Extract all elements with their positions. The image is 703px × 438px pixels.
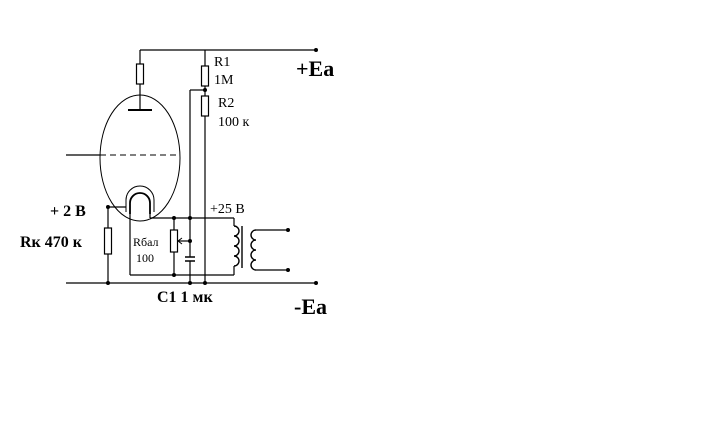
plus-2v-label: + 2 В (50, 203, 86, 220)
r1-r2-divider (189, 50, 210, 285)
vacuum-tube (66, 50, 181, 222)
c1-capacitor (185, 256, 195, 285)
r1-value-label: 1M (214, 73, 234, 88)
plus-25v-label: +25 В (210, 202, 245, 217)
rk-label: Rк 470 к (20, 234, 83, 251)
cathode (125, 185, 155, 212)
heater-transformer (205, 218, 290, 276)
primary-winding (233, 225, 240, 267)
rbal-value-label: 100 (136, 251, 154, 265)
r1-label: R1 (214, 55, 230, 70)
r2-value-label: 100 к (218, 115, 250, 130)
anode-load-resistor (135, 63, 145, 85)
r1-resistor (200, 65, 210, 87)
r2-label: R2 (218, 96, 234, 111)
rbal-label: Rбал (133, 235, 159, 249)
secondary-winding (250, 229, 257, 271)
positive-supply-rail (140, 48, 318, 52)
plus-ea-label: +Ea (296, 56, 334, 81)
cathode-network (103, 205, 234, 285)
c1-label: C1 1 мк (157, 289, 213, 306)
minus-ea-label: -Ea (294, 294, 327, 319)
rbal-potentiometer (169, 218, 192, 277)
heater-filament (129, 192, 151, 214)
r2-resistor (200, 95, 210, 117)
rk-resistor (103, 227, 113, 255)
